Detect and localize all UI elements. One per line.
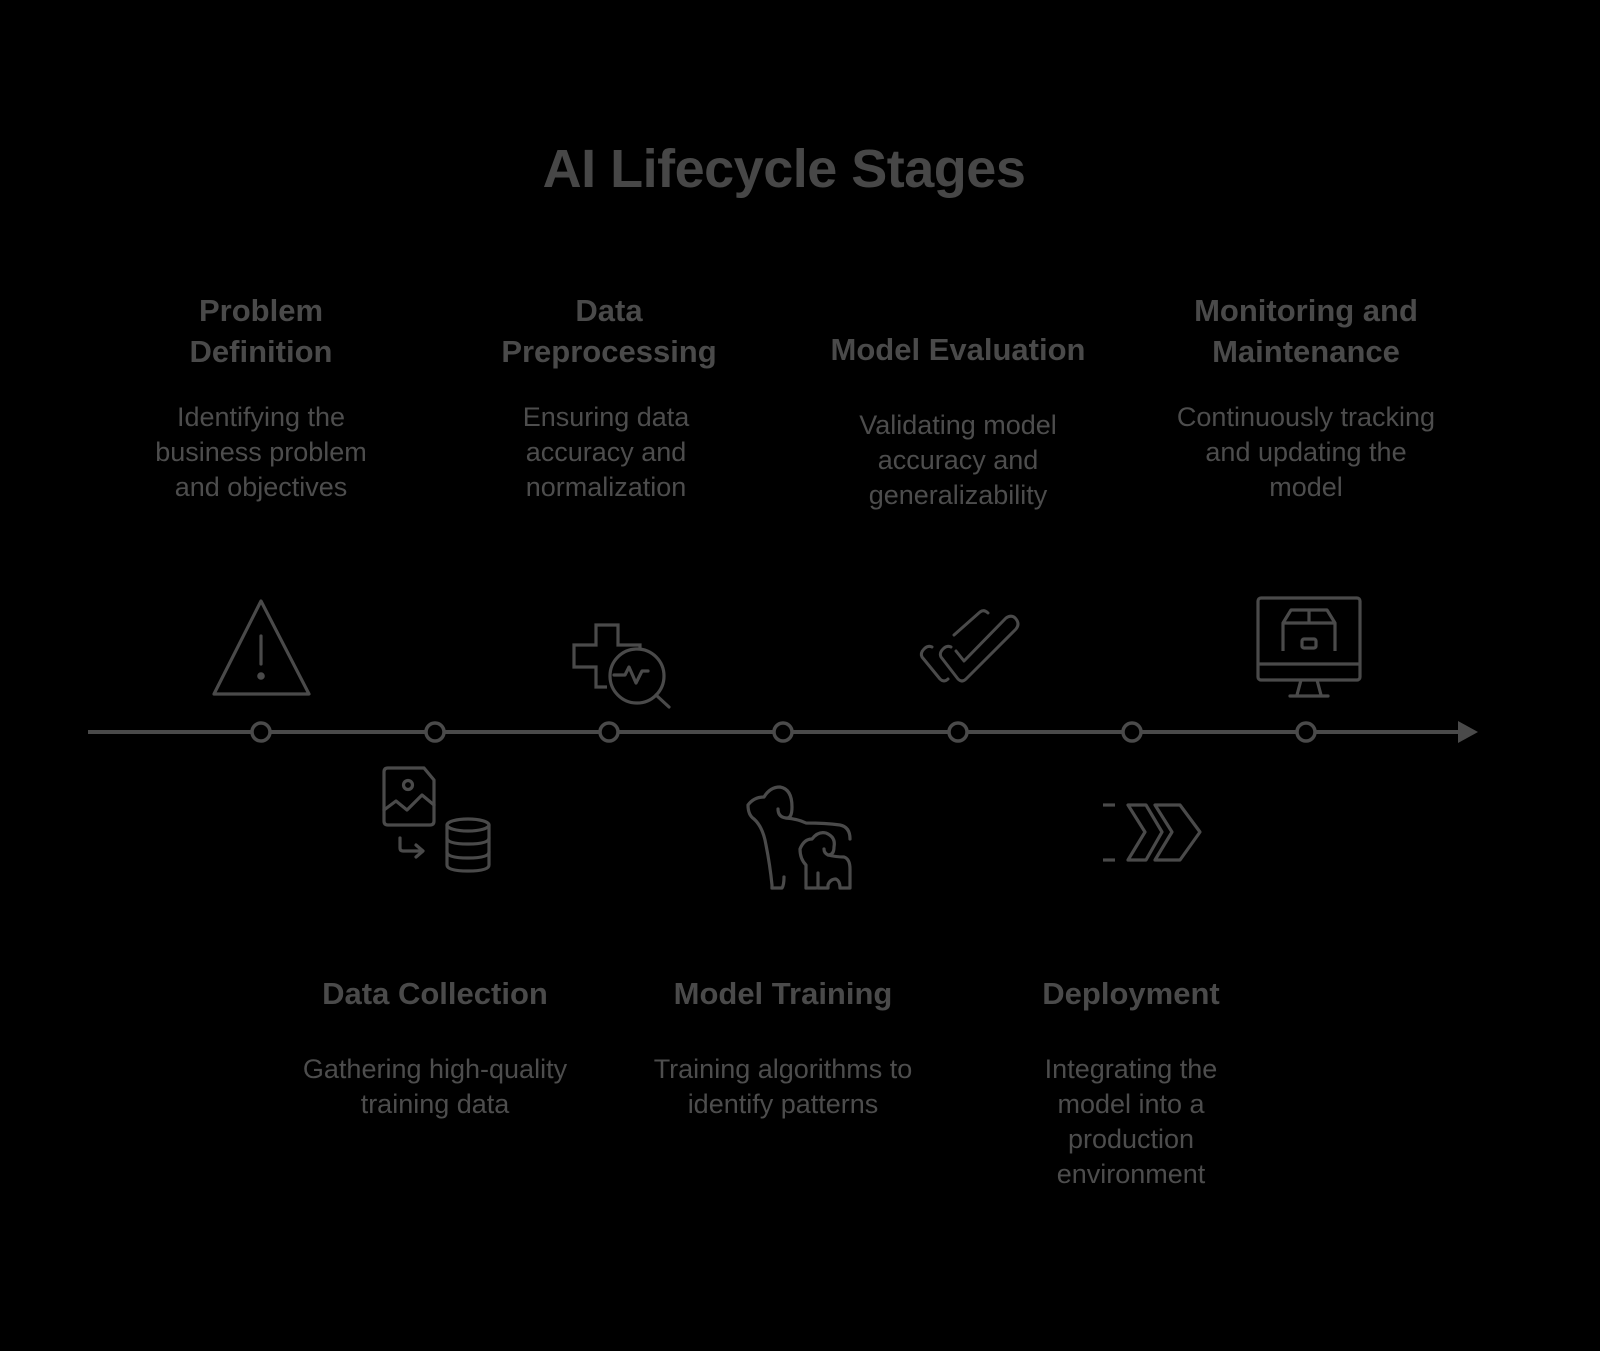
stage-monitoring-maintenance: Monitoring and Maintenance Continuously …	[1156, 290, 1456, 505]
stage-title: Model Evaluation	[830, 332, 1086, 367]
stage-description: Validating model accuracy and generaliza…	[859, 410, 1057, 510]
timeline-node-5	[947, 721, 969, 743]
stage-description: Identifying the business problem and obj…	[155, 402, 367, 502]
stage-description: Integrating the model into a production …	[1044, 1054, 1218, 1189]
stage-title: Model Training	[673, 976, 893, 1011]
fast-forward-chevrons-icon	[1100, 800, 1210, 865]
timeline-arrowhead-icon	[1458, 721, 1478, 743]
stage-data-collection: Data Collection Gathering high-quality t…	[285, 973, 585, 1122]
stage-description: Gathering high-quality training data	[302, 1054, 568, 1119]
stage-data-preprocessing: Data Preprocessing Ensuring data accurac…	[459, 290, 759, 505]
timeline-node-6	[1121, 721, 1143, 743]
stage-title: Data Collection	[322, 976, 548, 1011]
stage-title-line: Definition	[189, 334, 333, 369]
timeline-node-2	[424, 721, 446, 743]
stage-title: Deployment	[1042, 976, 1220, 1011]
stage-title-line: Monitoring and	[1194, 293, 1418, 328]
stage-deployment: Deployment Integrating the model into a …	[981, 973, 1281, 1192]
monitor-package-icon	[1256, 596, 1362, 698]
timeline-node-7	[1295, 721, 1317, 743]
health-cross-magnifier-icon	[570, 605, 675, 709]
stage-model-training: Model Training Training algorithms to id…	[633, 973, 933, 1122]
stage-title-line: Problem	[198, 293, 324, 328]
timeline-node-3	[598, 721, 620, 743]
timeline-node-1	[250, 721, 272, 743]
stage-description: Ensuring data accuracy and normalization	[522, 402, 690, 502]
stage-title: Monitoring and Maintenance	[1156, 290, 1456, 372]
stage-title: Problem Definition	[111, 290, 411, 372]
warning-triangle-icon	[212, 598, 312, 698]
stage-title-line: Preprocessing	[501, 334, 717, 369]
stage-title-line: Maintenance	[1212, 334, 1400, 369]
stage-description: Training algorithms to identify patterns	[653, 1054, 913, 1119]
dog-and-puppy-icon	[746, 785, 856, 890]
timeline-node-4	[772, 721, 794, 743]
stage-description: Continuously tracking and updating the m…	[1176, 402, 1436, 502]
double-check-icon	[918, 609, 1028, 695]
diagram-title: AI Lifecycle Stages	[542, 139, 1026, 199]
stage-model-evaluation: Model Evaluation Validating model accura…	[808, 329, 1108, 513]
image-to-database-icon	[380, 765, 492, 875]
stage-problem-definition: Problem Definition Identifying the busin…	[111, 290, 411, 505]
stage-title-line: Data	[575, 293, 643, 328]
stage-title: Data Preprocessing	[459, 290, 759, 372]
